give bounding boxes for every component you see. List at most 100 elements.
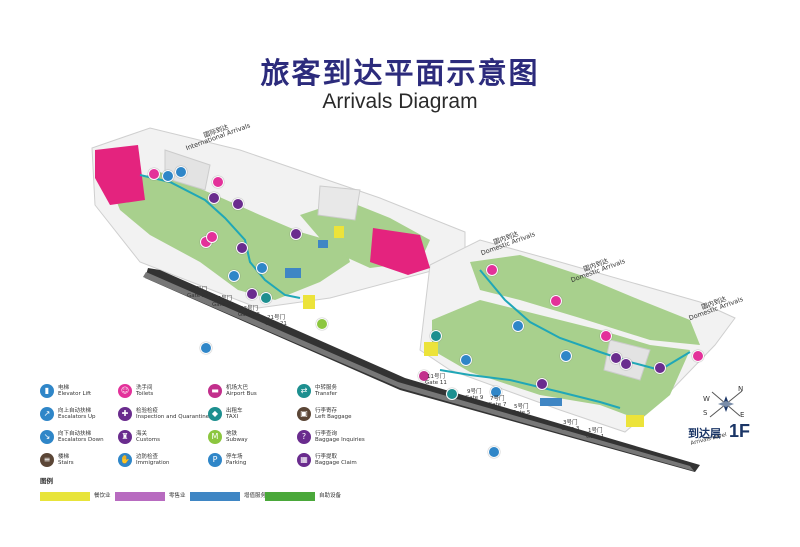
arrival-route-intl [139,174,301,299]
parking-icon [200,342,212,354]
floor-label-number: 1F [729,421,751,441]
legend-label-cn: 地铁 [226,431,238,437]
legend-label-en: Escalators Down [58,437,104,443]
service-area-2 [540,398,562,406]
baggage-claim-icon [610,352,622,364]
pink-block-west [95,145,145,205]
elevator-icon [162,170,174,182]
transfer-icon [260,292,272,304]
legend-label-cn: 边防检查 [136,454,159,460]
title-chinese: 旅客到达平面示意图 [260,56,540,90]
legend-label-cn: 电梯 [58,385,70,391]
key-label: 自助设备 [319,493,342,499]
compass-w: W [703,395,710,403]
customs-icon: ♜ [118,430,132,444]
elevator-icon: ▮ [40,384,54,398]
key-label: 餐饮业 [94,493,111,499]
legend-label-en: Baggage Claim [315,460,357,466]
elevator-icon [512,320,524,332]
key-swatch [115,492,165,501]
floor-label-cn: 到达层 [688,427,721,440]
elevator-icon [490,386,502,398]
key-swatch [265,492,315,501]
grey-block-1 [164,149,211,191]
customs-icon [232,198,244,210]
legend-label-en: Parking [226,460,247,466]
escalator-up-icon [460,354,472,366]
taxi-icon: ◆ [208,407,222,421]
escalator-down-icon: ↘ [40,430,54,444]
dining-area-3 [626,415,644,427]
stairs-icon: ≡ [40,453,54,467]
legend-label-cn: 出租车 [226,408,243,414]
baggage-claim-icon [290,228,302,240]
dining-area-2 [424,342,438,356]
baggage-inquiry-icon: ? [297,430,311,444]
legend-label-en: Escalators Up [58,414,96,420]
title-english: Arrivals Diagram [322,90,478,113]
parking-icon: P [208,453,222,467]
baggage-claim-icon: ▦ [297,453,311,467]
service-area-3 [318,240,328,248]
left-baggage-icon: ▣ [297,407,311,421]
escalator-up-icon [228,270,240,282]
legend-label-cn: 行李提取 [315,454,338,460]
legend-label-en: Subway [226,437,248,443]
legend-label-en: TAXI [226,414,239,420]
toilet-icon [692,350,704,362]
service-area-1 [285,268,301,278]
curbside-road [145,268,700,472]
immigration-icon: ✋ [118,453,132,467]
legend-label-cn: 向下自动扶梯 [58,431,92,437]
toilet-icon [212,176,224,188]
legend-label-cn: 行李寄存 [315,408,338,414]
legend-label-cn: 行李查询 [315,431,338,437]
toilet-icon [550,295,562,307]
elevator-icon [256,262,268,274]
escalator-up-icon [175,166,187,178]
escalator-up-icon [560,350,572,362]
parking-icon [488,446,500,458]
legend-label-cn: 向上自动扶梯 [58,408,92,414]
legend-label-cn: 停车场 [226,454,243,460]
legend-label-en: Toilets [136,391,154,397]
legend-label-cn: 中转服务 [315,385,338,391]
legend-label-en: Transfer [315,391,338,397]
dining-area-4 [334,226,344,238]
customs-icon [620,358,632,370]
legend-label-en: Elevator Lift [58,391,92,397]
transfer-icon [430,330,442,342]
taxi-icon [446,388,458,400]
subway-icon [316,318,328,330]
legend-label-cn: 检验检疫 [136,408,159,414]
key-swatch [190,492,240,501]
grey-block-2 [317,185,361,221]
baggage-claim-icon [246,288,258,300]
baggage-claim-icon [208,192,220,204]
bus-icon [418,370,430,382]
legend-label-cn: 海关 [136,431,148,437]
toilet-icon [206,231,218,243]
legend-label-cn: 机场大巴 [226,385,249,391]
quarantine-icon: ✚ [118,407,132,421]
legend-label-en: Left Baggage [315,414,352,420]
legend-label-en: Airport Bus [226,391,257,397]
customs-icon [654,362,666,374]
